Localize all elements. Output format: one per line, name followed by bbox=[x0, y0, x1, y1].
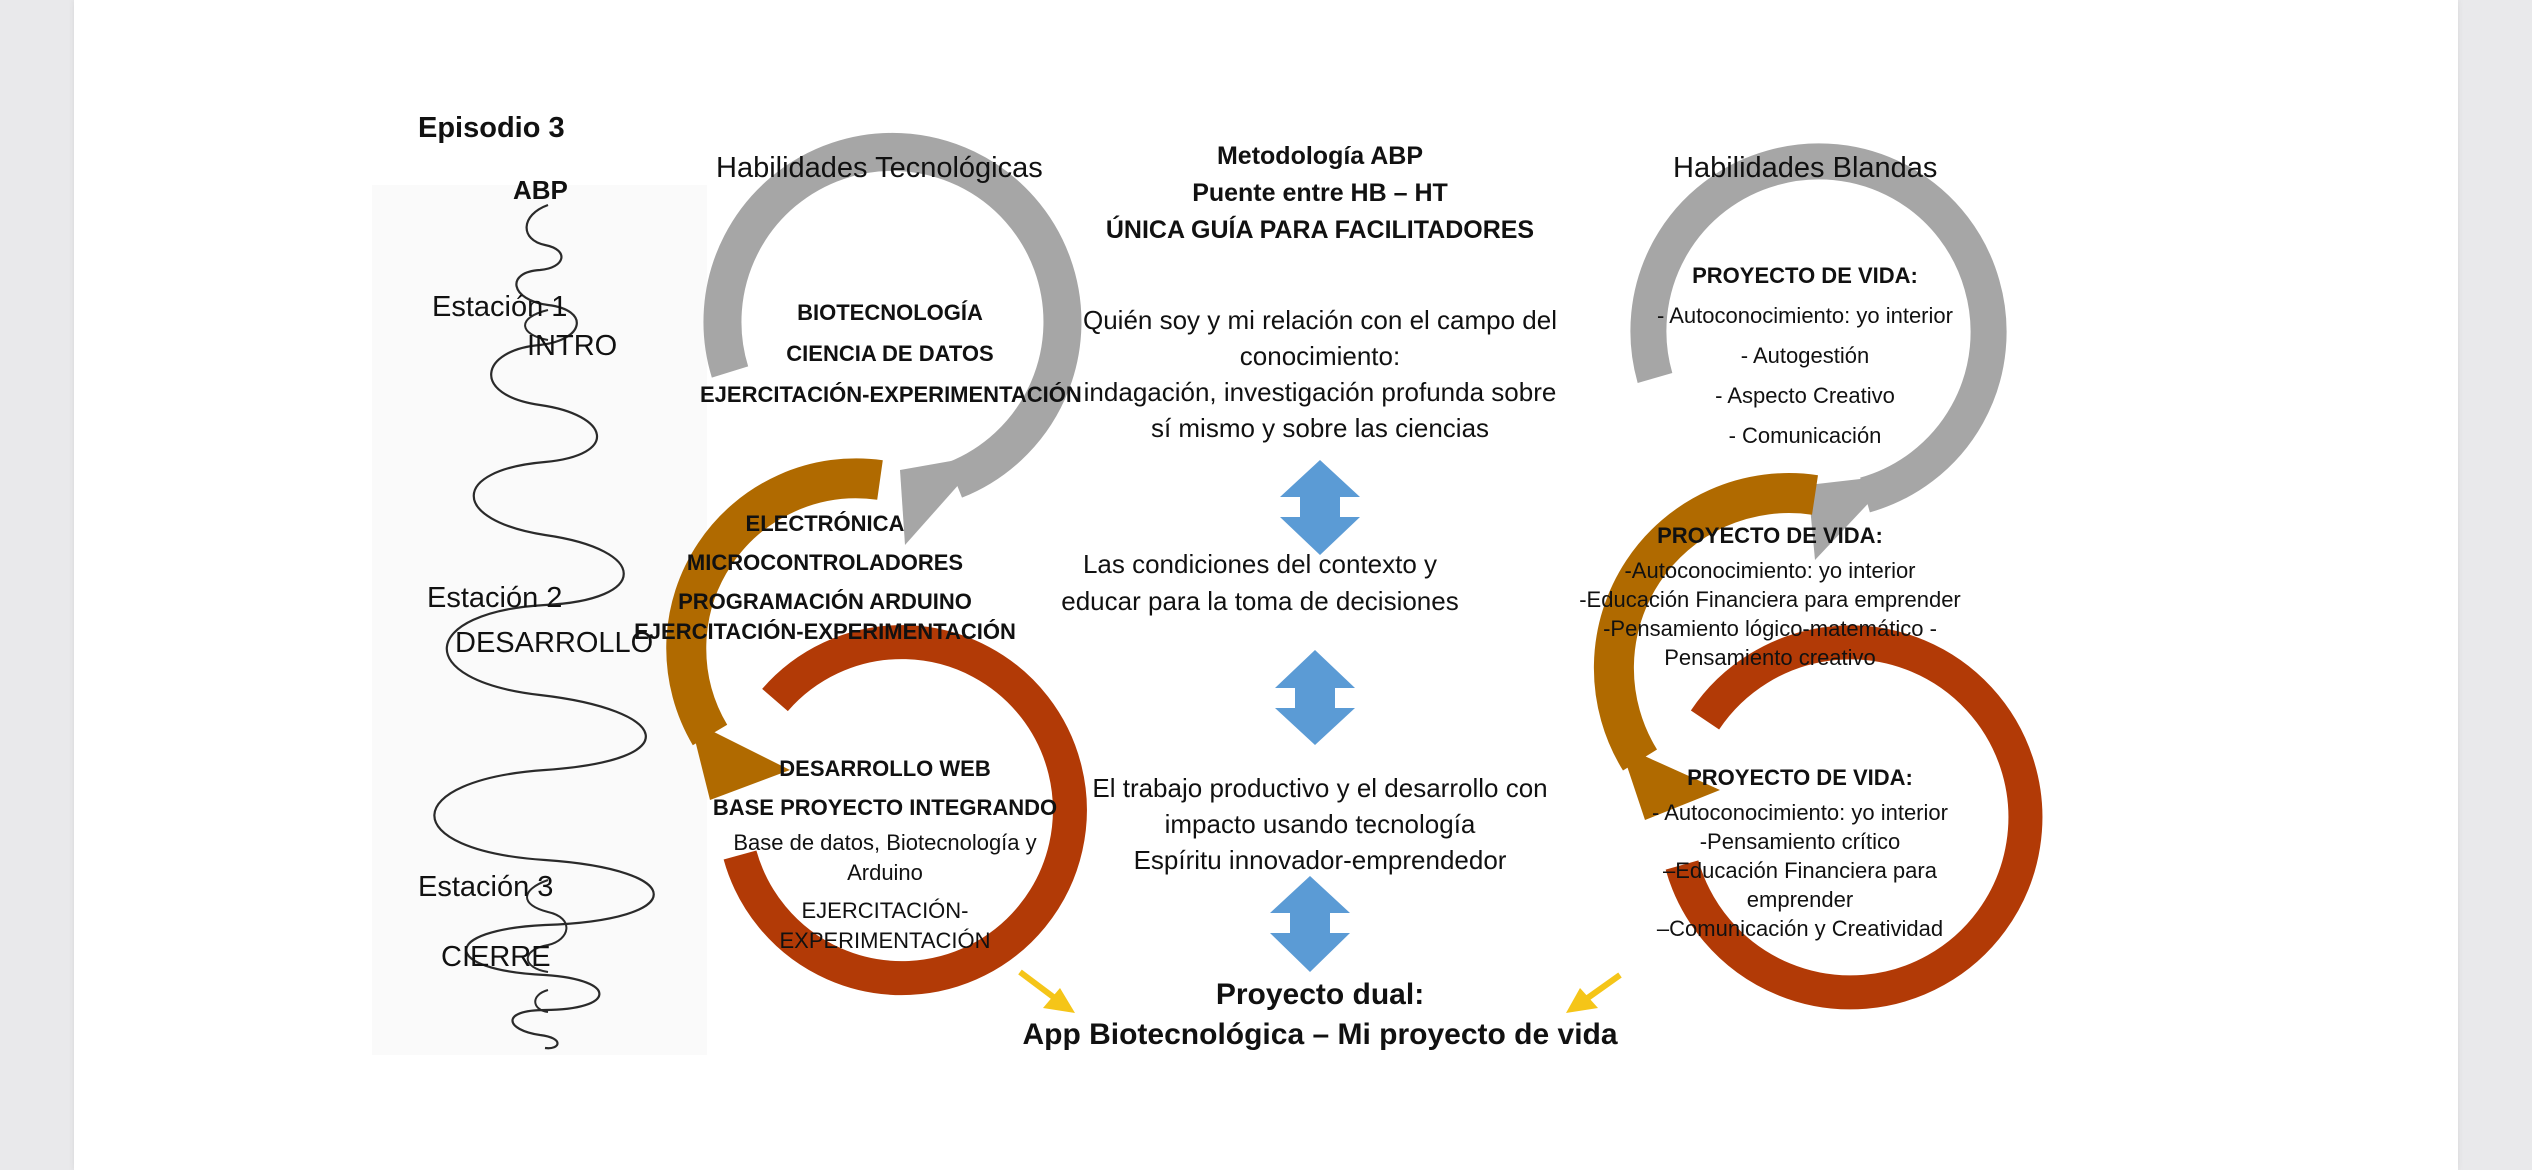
yellow-arrow-left bbox=[1018, 969, 1075, 1013]
soft-orange-line: -Pensamiento lógico-matemático - bbox=[1603, 616, 1937, 641]
soft-orange-arc bbox=[1593, 473, 1818, 820]
soft-red-arc bbox=[1665, 625, 2043, 1010]
tech-gray-line: BIOTECNOLOGÍA bbox=[797, 300, 983, 325]
tech-orange-line: ELECTRÓNICA bbox=[745, 511, 905, 536]
blue-double-arrow-2 bbox=[1275, 650, 1355, 745]
tech-orange-line: MICROCONTROLADORES bbox=[686, 550, 964, 575]
soft-orange-text: PROYECTO DE VIDA: -Autoconocimiento: yo … bbox=[1550, 516, 1990, 672]
abp-label: ABP bbox=[513, 175, 568, 205]
tech-orange-line: EJERCITACIÓN-EXPERIMENTACIÓN bbox=[634, 619, 1016, 644]
tech-gray-line: CIENCIA DE DATOS bbox=[786, 341, 994, 366]
tech-orange-arc bbox=[666, 458, 883, 800]
soft-gray-line: - Comunicación bbox=[1728, 423, 1882, 448]
blue-double-arrow-3 bbox=[1270, 876, 1350, 972]
tech-red-line: Base de datos, Biotecnología y bbox=[733, 830, 1037, 855]
center-block-2: Las condiciones del contexto y educar pa… bbox=[1040, 546, 1480, 620]
center-line: Quién soy y mi relación con el campo del bbox=[1082, 305, 1557, 335]
tech-red-bold-line: BASE PROYECTO INTEGRANDO bbox=[712, 795, 1058, 820]
dual-project-title: Proyecto dual: bbox=[1215, 978, 1425, 1011]
soft-skills-title: Habilidades Blandas bbox=[1673, 152, 1938, 184]
soft-orange-line: -Educación Financiera para emprender bbox=[1579, 587, 1961, 612]
tech-red-bold-line: DESARROLLO WEB bbox=[779, 756, 991, 781]
soft-orange-line: -Autoconocimiento: yo interior bbox=[1624, 558, 1916, 583]
tech-skills-title: Habilidades Tecnológicas bbox=[716, 152, 1043, 184]
center-line: indagación, investigación profunda sobre bbox=[1083, 377, 1557, 407]
station-1-label: Estación 1 bbox=[432, 291, 568, 323]
soft-red-text: PROYECTO DE VIDA: - Autoconocimiento: yo… bbox=[1620, 758, 1980, 943]
soft-gray-line: - Autoconocimiento: yo interior bbox=[1657, 303, 1953, 328]
center-line: sí mismo y sobre las ciencias bbox=[1150, 413, 1490, 443]
tech-orange-text: ELECTRÓNICA MICROCONTROLADORES PROGRAMAC… bbox=[630, 504, 1020, 643]
methodology-header: Metodología ABP Puente entre HB – HT ÚNI… bbox=[1100, 138, 1540, 249]
station-3-sub: CIERRE bbox=[441, 941, 551, 973]
tech-red-arc bbox=[723, 625, 1087, 996]
soft-gray-line: - Autogestión bbox=[1740, 343, 1870, 368]
methodology-line: ÚNICA GUÍA PARA FACILITADORES bbox=[1105, 216, 1535, 244]
center-line: educar para la toma de decisiones bbox=[1061, 586, 1459, 616]
spiral-drawing-2 bbox=[524, 309, 568, 1013]
soft-red-title: PROYECTO DE VIDA: bbox=[1687, 765, 1913, 790]
station-1-sub: INTRO bbox=[527, 330, 618, 362]
tech-gray-line: EJERCITACIÓN-EXPERIMENTACIÓN bbox=[700, 382, 1082, 407]
soft-red-line: -Pensamiento crítico bbox=[1699, 829, 1901, 854]
center-line: El trabajo productivo y el desarrollo co… bbox=[1092, 773, 1548, 803]
center-line: conocimiento: bbox=[1239, 341, 1401, 371]
soft-gray-text: PROYECTO DE VIDA: - Autoconocimiento: yo… bbox=[1630, 256, 1980, 456]
center-line: impacto usando tecnología bbox=[1164, 809, 1476, 839]
soft-red-line: –Comunicación y Creatividad bbox=[1656, 916, 1944, 941]
methodology-line: Puente entre HB – HT bbox=[1192, 179, 1448, 207]
tech-gray-arc bbox=[703, 132, 1082, 545]
soft-gray-title: PROYECTO DE VIDA: bbox=[1692, 263, 1918, 288]
station-3-label: Estación 3 bbox=[418, 871, 554, 903]
tech-red-line: EXPERIMENTACIÓN bbox=[779, 928, 991, 953]
methodology-line: Metodología ABP bbox=[1216, 142, 1423, 170]
soft-orange-title: PROYECTO DE VIDA: bbox=[1657, 523, 1883, 548]
center-block-1: Quién soy y mi relación con el campo del… bbox=[1080, 302, 1560, 446]
spiral-drawing bbox=[433, 203, 655, 1050]
episode-label: Episodio 3 bbox=[418, 112, 565, 144]
yellow-arrow-right bbox=[1566, 972, 1622, 1013]
tech-red-line: EJERCITACIÓN- bbox=[801, 898, 969, 923]
blue-double-arrow-1 bbox=[1280, 460, 1360, 555]
soft-red-line: emprender bbox=[1746, 887, 1854, 912]
tech-orange-line: PROGRAMACIÓN ARDUINO bbox=[678, 589, 972, 614]
station-2-label: Estación 2 bbox=[427, 582, 563, 614]
tech-gray-text: BIOTECNOLOGÍA CIENCIA DE DATOS EJERCITAC… bbox=[700, 292, 1082, 415]
soft-red-line: - Autoconocimiento: yo interior bbox=[1652, 800, 1948, 825]
tech-red-line: Arduino bbox=[847, 860, 923, 885]
center-block-3: El trabajo productivo y el desarrollo co… bbox=[1080, 770, 1560, 878]
soft-gray-line: - Aspecto Creativo bbox=[1715, 383, 1895, 408]
station-2-sub: DESARROLLO bbox=[455, 627, 654, 659]
center-line: Espíritu innovador-emprendedor bbox=[1133, 845, 1507, 875]
center-line: Las condiciones del contexto y bbox=[1082, 549, 1438, 579]
soft-gray-arc bbox=[1630, 143, 2007, 560]
soft-orange-line: Pensamiento creativo bbox=[1664, 645, 1876, 670]
dual-project-subtitle: App Biotecnológica – Mi proyecto de vida bbox=[1022, 1018, 1618, 1051]
soft-red-line: –Educación Financiera para bbox=[1663, 858, 1937, 883]
tech-red-text: DESARROLLO WEB BASE PROYECTO INTEGRANDO … bbox=[705, 750, 1065, 956]
